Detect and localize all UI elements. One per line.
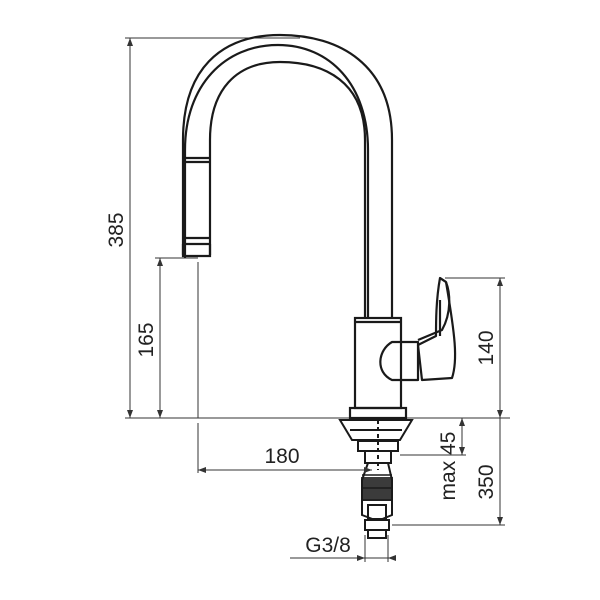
tick-350-bottom [497,517,503,525]
label-140: 140 [475,330,498,365]
label-180: 180 [264,445,299,468]
tick-140-bottom [497,410,503,418]
faucet-outline [168,26,392,318]
hose-ferrule [367,504,387,520]
spout-back-contour [190,26,392,318]
thread-fitting [364,519,390,531]
label-350: 350 [475,464,498,499]
tick-45-top [459,418,465,426]
label-g38: G3/8 [305,534,351,557]
tick-385-top [127,38,133,46]
under-deck-mounting [338,419,414,470]
tick-165-bottom [157,410,163,418]
dimension-lines [125,37,510,562]
base-plate [348,406,408,420]
thread-end [367,529,387,539]
spout-outer-line [181,33,394,318]
tick-140-top [497,278,503,286]
label-385: 385 [105,212,128,247]
lever-neck [379,340,420,382]
spout-inner-contour [168,30,392,318]
label-max-45: max 45 [437,432,460,501]
spout-outlet [181,244,212,258]
lever-tip [439,277,447,283]
tick-385-bottom [127,410,133,418]
supply-hoses [361,462,393,539]
tick-g38-right [388,555,396,561]
spout-inner-line [208,60,367,318]
tick-45-bottom [459,447,465,455]
lever-arm [417,276,451,346]
tick-180-left [198,467,206,473]
spout-outer-contour [183,43,370,318]
lever-handle [379,276,457,382]
hose-connector-block [361,477,393,501]
spout [181,33,394,318]
mounting-washer [338,419,414,441]
label-165: 165 [135,322,158,357]
tick-180-right [364,467,372,473]
body-cylinder [353,316,403,410]
lever-paddle [416,281,457,382]
dimension-ticks [127,38,503,561]
faucet-body [348,316,408,420]
tick-g38-left [357,555,365,561]
tick-165-top [157,258,163,266]
